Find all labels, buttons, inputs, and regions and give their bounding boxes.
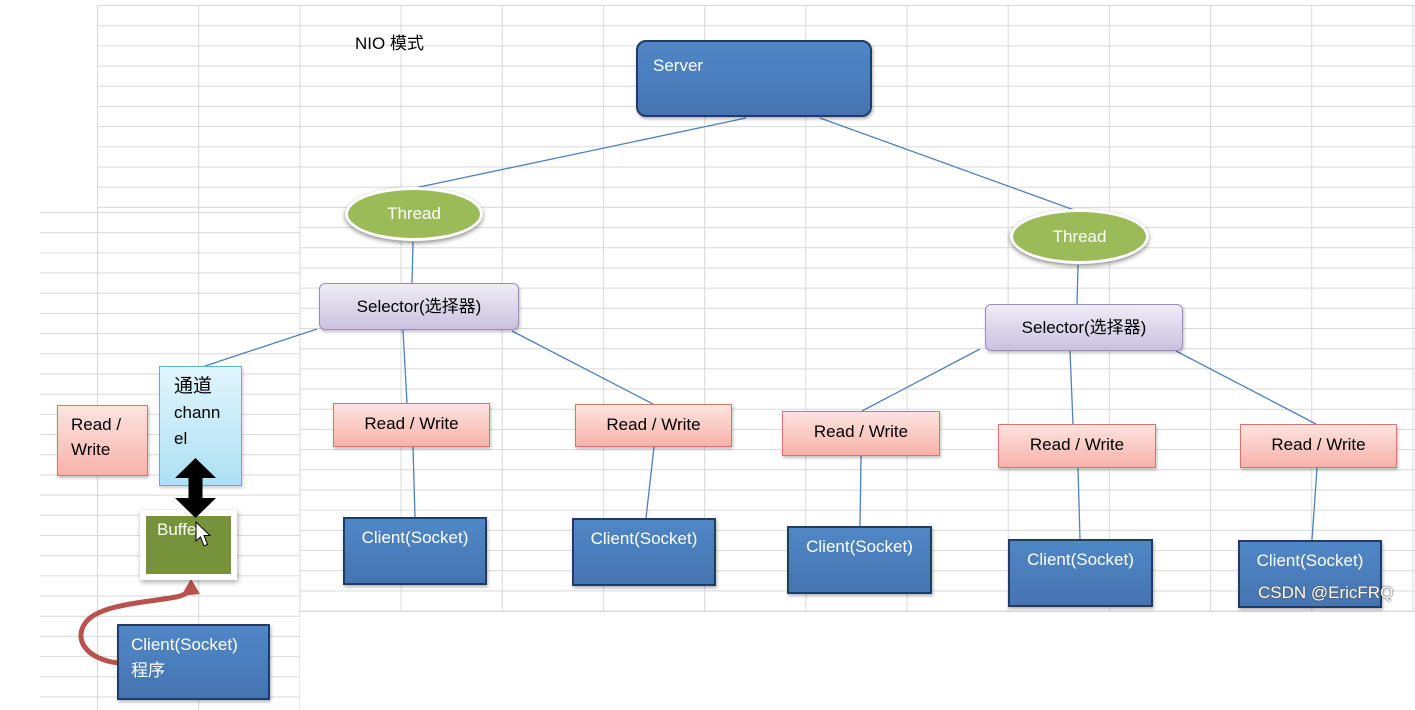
connector-read-write-client-5 (1311, 467, 1318, 541)
channel-label-cn: 通道 (174, 376, 213, 397)
selector-box-right[interactable]: Selector(选择器) (985, 304, 1183, 351)
read-write-label: Read / Write (1029, 435, 1125, 454)
client-program-label-1: Client(Socket) (131, 635, 238, 654)
thread-label: Thread (387, 204, 441, 223)
read-write-box-5[interactable]: Read / Write (1240, 424, 1397, 468)
diagram-title: NIO 模式 (355, 34, 424, 53)
read-write-label: Read / Write (364, 414, 459, 433)
client-socket-label: Client(Socket) (1256, 551, 1364, 570)
curved-arrow-icon (78, 579, 200, 666)
client-program-label-2: 程序 (131, 661, 165, 680)
connector-read-write-client-2 (645, 446, 655, 519)
read-write-box-2[interactable]: Read / Write (575, 404, 732, 447)
read-write-line-2: Write (71, 440, 111, 459)
client-socket-box-2[interactable]: Client(Socket) (572, 518, 716, 586)
client-socket-label: Client(Socket) (806, 537, 913, 556)
read-write-box-3[interactable]: Read / Write (782, 411, 940, 456)
client-socket-label: Client(Socket) (1027, 550, 1134, 569)
client-program-box[interactable]: Client(Socket) 程序 (117, 624, 270, 700)
read-write-box-1[interactable]: Read / Write (333, 403, 490, 447)
read-write-label: Read / Write (1271, 435, 1366, 454)
connector-read-write-client-1 (412, 446, 416, 518)
client-socket-label: Client(Socket) (361, 528, 469, 547)
client-socket-label: Client(Socket) (590, 529, 698, 548)
server-label: Server (653, 56, 704, 75)
curved-arrow-head (181, 579, 200, 596)
server-box[interactable]: Server (636, 40, 872, 117)
thread-ellipse-right[interactable]: Thread (1010, 209, 1149, 264)
connector-thread-selector-left (411, 241, 414, 284)
selector-label: Selector(选择器) (356, 296, 482, 316)
selector-box-left[interactable]: Selector(选择器) (319, 283, 519, 330)
double-arrow-icon[interactable] (175, 458, 216, 518)
read-write-box-4[interactable]: Read / Write (998, 424, 1156, 468)
connector-read-write-client-4 (1077, 467, 1081, 540)
connector-selector-read-write-4 (1069, 350, 1074, 425)
client-socket-box-1[interactable]: Client(Socket) (343, 517, 487, 585)
left-read-write-box[interactable]: Read / Write (57, 405, 148, 476)
buffer-label: Buffer (157, 520, 203, 539)
mouse-cursor-icon (195, 520, 212, 547)
connector-selector-read-write-3 (861, 348, 981, 412)
read-write-line-1: Read / (71, 415, 122, 434)
connector-read-write-client-3 (859, 455, 862, 527)
connector-selector-channel (204, 328, 318, 367)
connector-selector-read-write-5 (1175, 350, 1317, 425)
channel-label-line-2: el (174, 429, 188, 448)
connector-selector-read-write-1 (402, 329, 408, 404)
buffer-box[interactable]: Buffer (140, 510, 237, 580)
read-write-label: Read / Write (813, 422, 909, 441)
connector-thread-selector-right (1076, 264, 1079, 305)
client-socket-box-5[interactable]: Client(Socket) (1238, 540, 1382, 608)
watermark: CSDN @EricFRQ (1258, 583, 1394, 602)
read-write-label: Read / Write (606, 415, 701, 434)
client-socket-box-3[interactable]: Client(Socket) (787, 526, 932, 594)
thread-label: Thread (1052, 226, 1107, 246)
thread-ellipse-left[interactable]: Thread (345, 187, 483, 241)
channel-label-line-1: chann (174, 403, 221, 422)
client-socket-box-4[interactable]: Client(Socket) (1008, 539, 1153, 607)
connector-server-thread-left (409, 117, 747, 190)
connector-server-thread-right (819, 117, 1075, 211)
connector-selector-read-write-2 (511, 330, 654, 405)
selector-label: Selector(选择器) (1021, 317, 1147, 337)
